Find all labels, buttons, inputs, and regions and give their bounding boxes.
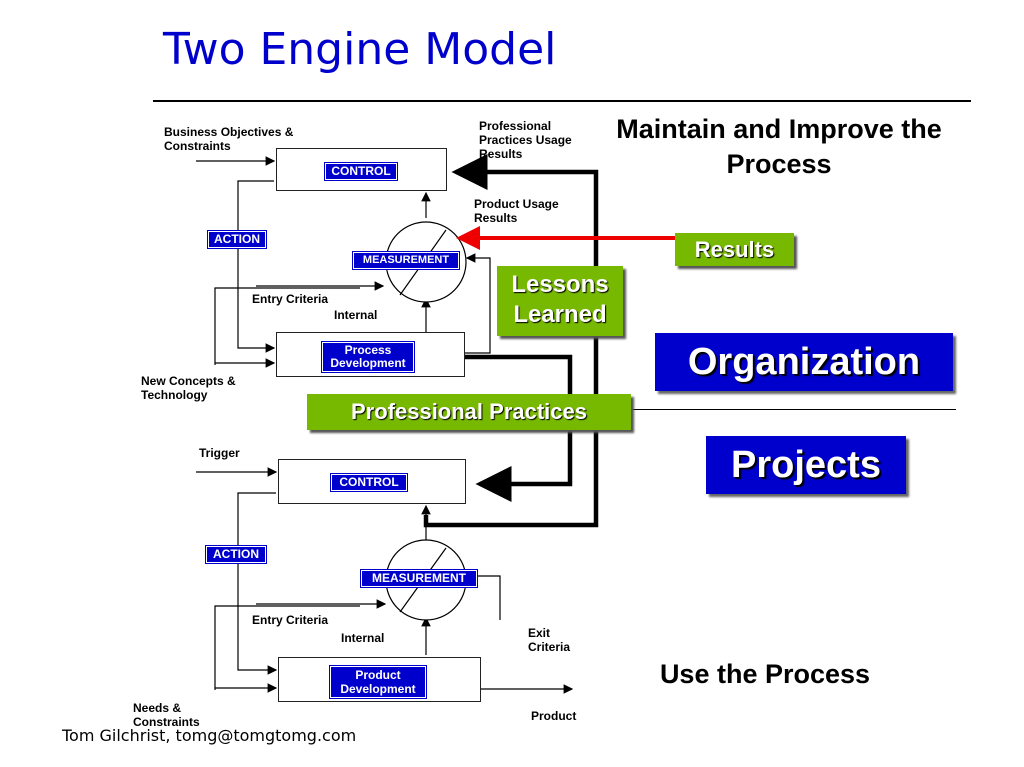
maintain-improve-heading: Maintain and Improve the Process — [616, 114, 942, 179]
upper-internal-label: Internal — [334, 308, 378, 322]
lower-internal-label: Internal — [341, 631, 385, 645]
professional-practices-feedback — [423, 154, 599, 528]
exit-criteria-label: Exit Criteria — [528, 626, 571, 654]
trigger-label: Trigger — [199, 446, 240, 460]
upper-action-loop — [237, 180, 276, 353]
lower-measurement-tag: MEASUREMENT — [360, 569, 478, 588]
lower-action-loop — [237, 492, 278, 675]
new-concepts-label: New Concepts & Technology — [141, 374, 236, 402]
upper-newconcepts-loop — [214, 287, 360, 365]
footer-credit: Tom Gilchrist, tomg@tomgtomg.com — [62, 726, 357, 745]
needs-constraints-label: Needs & Constraints — [133, 701, 200, 729]
upper-control-tag: CONTROL — [324, 162, 398, 181]
lower-needs-loop — [214, 605, 360, 690]
org-project-divider — [620, 409, 956, 410]
lower-product-tag: Product Development — [329, 665, 427, 699]
pp-usage-results-label: Professional Practices Usage Results — [479, 119, 572, 161]
upper-measurement-tag: MEASUREMENT — [352, 251, 460, 270]
business-objectives-label: Business Objectives & Constraints — [164, 125, 294, 153]
organization-badge: Organization — [655, 333, 953, 391]
lower-control-tag: CONTROL — [330, 473, 408, 492]
lower-exit-loop — [466, 571, 501, 620]
upper-action-tag: ACTION — [207, 230, 267, 249]
professional-practices-badge: Professional Practices — [307, 394, 631, 430]
lessons-learned-badge: Lessons Learned — [497, 266, 623, 336]
product-usage-results-label: Product Usage Results — [474, 197, 559, 225]
use-process-heading: Use the Process — [659, 659, 871, 689]
lower-entry-criteria-label: Entry Criteria — [252, 613, 329, 627]
upper-process-tag: Process Development — [321, 341, 415, 373]
upper-right-loop — [465, 253, 491, 354]
title-divider — [153, 100, 971, 102]
lower-action-tag: ACTION — [205, 545, 267, 564]
results-badge: Results — [675, 233, 794, 266]
page-title: Two Engine Model — [163, 24, 557, 75]
product-output-label: Product — [531, 709, 577, 723]
upper-entry-criteria-label: Entry Criteria — [252, 292, 329, 306]
projects-badge: Projects — [706, 436, 906, 494]
